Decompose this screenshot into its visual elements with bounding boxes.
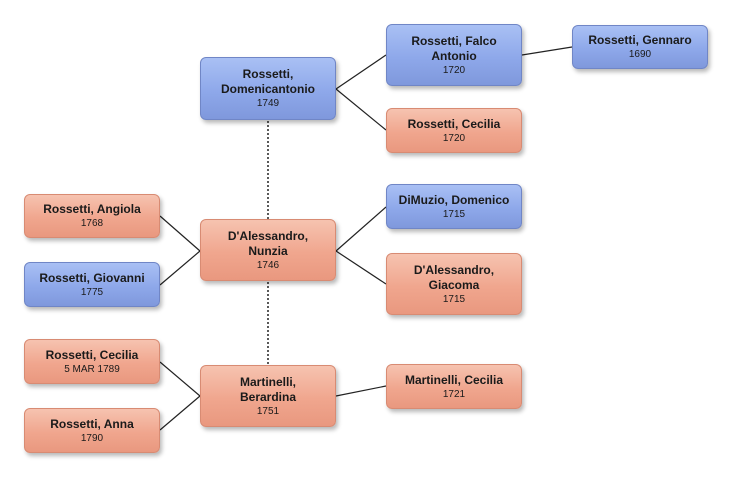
person-date: 1715 xyxy=(442,208,466,220)
person-card-rossetti-cecilia-1789[interactable]: Rossetti, Cecilia 5 MAR 1789 xyxy=(24,339,160,384)
person-date: 1751 xyxy=(256,405,280,417)
person-date: 1746 xyxy=(256,259,280,271)
person-date: 1775 xyxy=(80,286,104,298)
person-name: Rossetti, Anna xyxy=(50,416,134,431)
person-card-rossetti-falco-antonio[interactable]: Rossetti, Falco Antonio 1720 xyxy=(386,24,522,86)
person-date: 1720 xyxy=(442,64,466,76)
person-card-rossetti-cecilia-1720[interactable]: Rossetti, Cecilia 1720 xyxy=(386,108,522,153)
link-giovanni-nunzia xyxy=(159,250,201,286)
link-berardina-cecilia1721 xyxy=(335,385,387,397)
person-date: 1749 xyxy=(256,98,280,109)
person-name: Rossetti, Falco Antonio xyxy=(411,33,497,63)
person-date: 1768 xyxy=(80,218,104,229)
person-card-dimuzio-domenico[interactable]: DiMuzio, Domenico 1715 xyxy=(386,184,522,229)
person-card-rossetti-gennaro[interactable]: Rossetti, Gennaro 1690 xyxy=(572,25,708,69)
person-date: 5 MAR 1789 xyxy=(64,363,120,375)
person-card-martinelli-berardina[interactable]: Martinelli, Berardina 1751 xyxy=(200,365,336,427)
person-card-rossetti-anna[interactable]: Rossetti, Anna 1790 xyxy=(24,408,160,453)
person-card-martinelli-cecilia-1721[interactable]: Martinelli, Cecilia 1721 xyxy=(386,364,522,409)
person-name: Rossetti, Giovanni xyxy=(39,270,145,285)
person-name: Rossetti, Cecilia xyxy=(407,116,501,131)
person-name: D'Alessandro, Giacoma xyxy=(413,262,495,292)
person-name: Rossetti, Angiola xyxy=(43,202,141,216)
person-card-dalessandro-nunzia[interactable]: D'Alessandro, Nunzia 1746 xyxy=(200,219,336,281)
person-name: DiMuzio, Domenico xyxy=(398,192,510,207)
person-name: Rossetti, Domenicantonio xyxy=(220,67,315,96)
link-falco-gennaro xyxy=(521,46,573,56)
link-cecilia1789-berardina xyxy=(159,361,201,397)
person-date: 1721 xyxy=(442,388,466,400)
person-date: 1720 xyxy=(442,132,466,144)
person-date: 1790 xyxy=(80,432,104,444)
person-date: 1715 xyxy=(442,293,466,305)
link-domenicantonio-cecilia xyxy=(335,88,387,131)
person-date: 1690 xyxy=(628,49,652,60)
link-anna-berardina xyxy=(159,395,201,431)
person-card-rossetti-angiola[interactable]: Rossetti, Angiola 1768 xyxy=(24,194,160,238)
person-card-rossetti-giovanni[interactable]: Rossetti, Giovanni 1775 xyxy=(24,262,160,307)
person-name: Rossetti, Gennaro xyxy=(588,33,692,47)
person-name: Martinelli, Berardina xyxy=(239,374,297,404)
person-name: Martinelli, Cecilia xyxy=(404,372,504,387)
link-nunzia-domenico xyxy=(335,206,387,252)
person-name: Rossetti, Cecilia xyxy=(45,347,139,362)
link-angiola-nunzia xyxy=(159,215,201,252)
link-domenicantonio-falco xyxy=(335,54,387,90)
person-name: D'Alessandro, Nunzia xyxy=(227,228,309,258)
link-nunzia-giacoma xyxy=(335,250,387,285)
person-card-rossetti-domenicantonio[interactable]: Rossetti, Domenicantonio 1749 xyxy=(200,57,336,120)
person-card-dalessandro-giacoma[interactable]: D'Alessandro, Giacoma 1715 xyxy=(386,253,522,315)
